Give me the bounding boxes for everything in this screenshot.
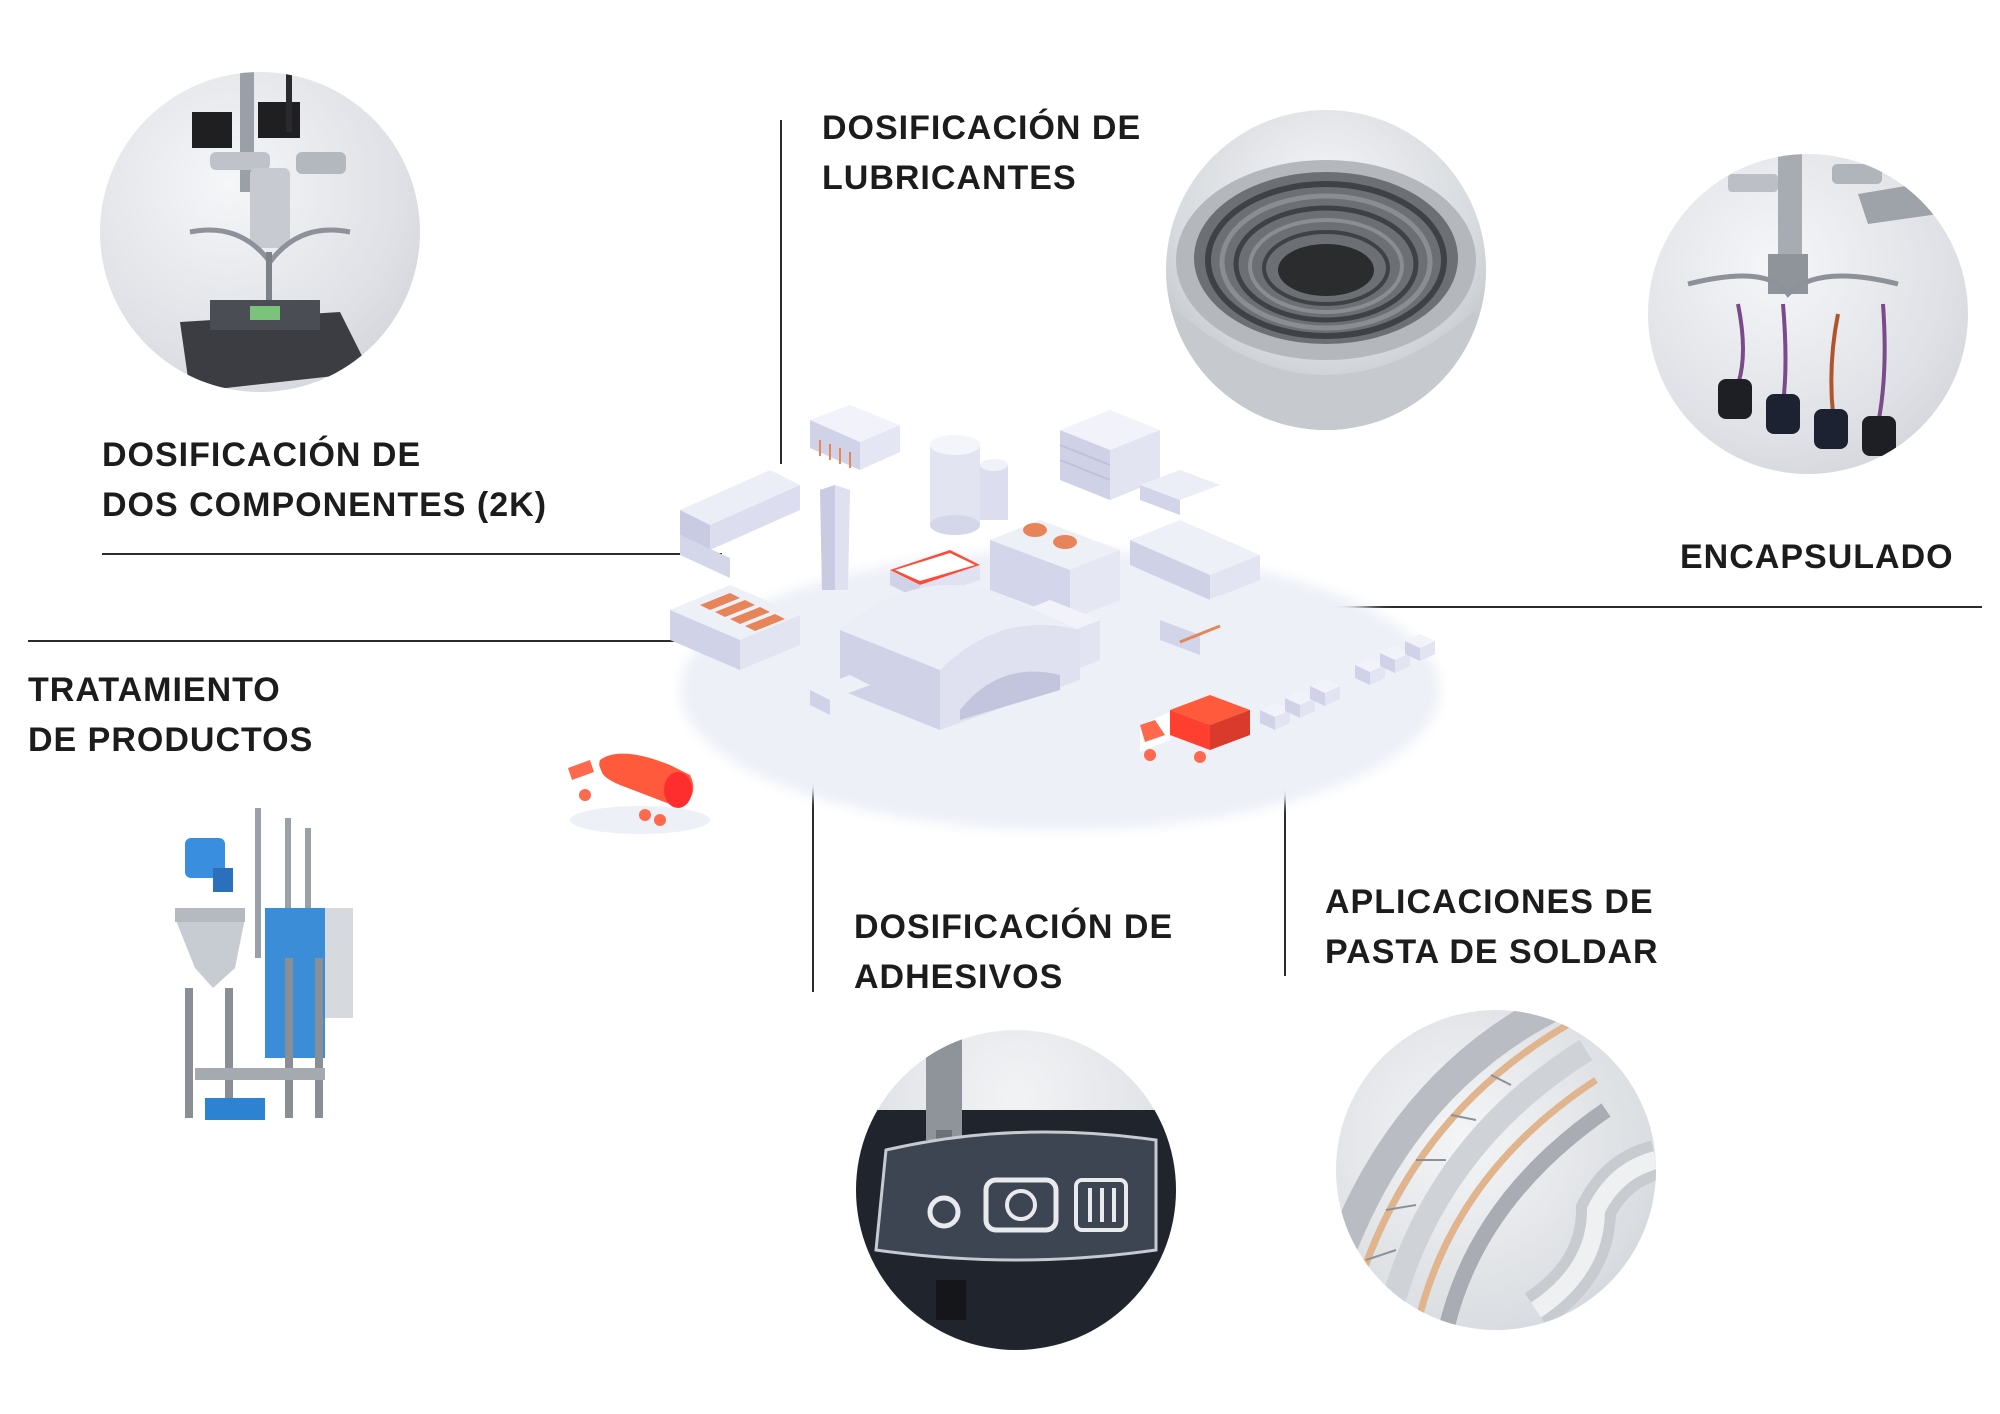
label-encapsulado: ENCAPSULADO xyxy=(1680,532,1954,582)
label-line: DOSIFICACIÓN DE xyxy=(854,908,1174,946)
label-line: DOS COMPONENTES (2K) xyxy=(102,486,548,524)
connector-line-adhesivos xyxy=(812,700,814,992)
label-lubricantes: DOSIFICACIÓN DE LUBRICANTES xyxy=(822,103,1141,203)
adhesive-dispensing-pcb-photo xyxy=(856,1030,1176,1350)
label-adhesivos: DOSIFICACIÓN DE ADHESIVOS xyxy=(854,902,1173,1002)
encapsulation-robot-photo xyxy=(1648,154,1968,474)
isometric-factory-illustration xyxy=(660,390,1590,860)
label-line: PASTA DE SOLDAR xyxy=(1325,933,1659,971)
label-tratamiento: TRATAMIENTO DE PRODUCTOS xyxy=(28,665,313,765)
label-dos-componentes: DOSIFICACIÓN DE DOS COMPONENTES (2K) xyxy=(102,430,547,530)
label-line: ADHESIVOS xyxy=(854,958,1064,996)
label-line: DOSIFICACIÓN DE xyxy=(102,436,422,474)
label-line: APLICACIONES DE xyxy=(1325,883,1654,921)
turbine-solder-paste-photo xyxy=(1336,1010,1656,1330)
label-line: DOSIFICACIÓN DE xyxy=(822,109,1142,147)
product-treatment-machine-photo xyxy=(155,808,355,1128)
label-pasta-soldar: APLICACIONES DE PASTA DE SOLDAR xyxy=(1325,877,1659,977)
connector-line-encapsulado xyxy=(1230,606,1982,608)
dispensing-robot-2k-photo xyxy=(100,72,420,392)
label-line: DE PRODUCTOS xyxy=(28,721,314,759)
threaded-pipe-photo xyxy=(1166,110,1486,430)
connector-line-pasta-soldar xyxy=(1284,786,1286,976)
connector-line-lubricantes xyxy=(780,120,782,464)
tanker-truck-illustration xyxy=(560,740,710,840)
connector-line-tratamiento xyxy=(28,640,680,642)
label-line: TRATAMIENTO xyxy=(28,671,281,709)
label-line: ENCAPSULADO xyxy=(1680,538,1954,576)
label-line: LUBRICANTES xyxy=(822,159,1077,197)
connector-line-dos-componentes xyxy=(102,553,722,555)
